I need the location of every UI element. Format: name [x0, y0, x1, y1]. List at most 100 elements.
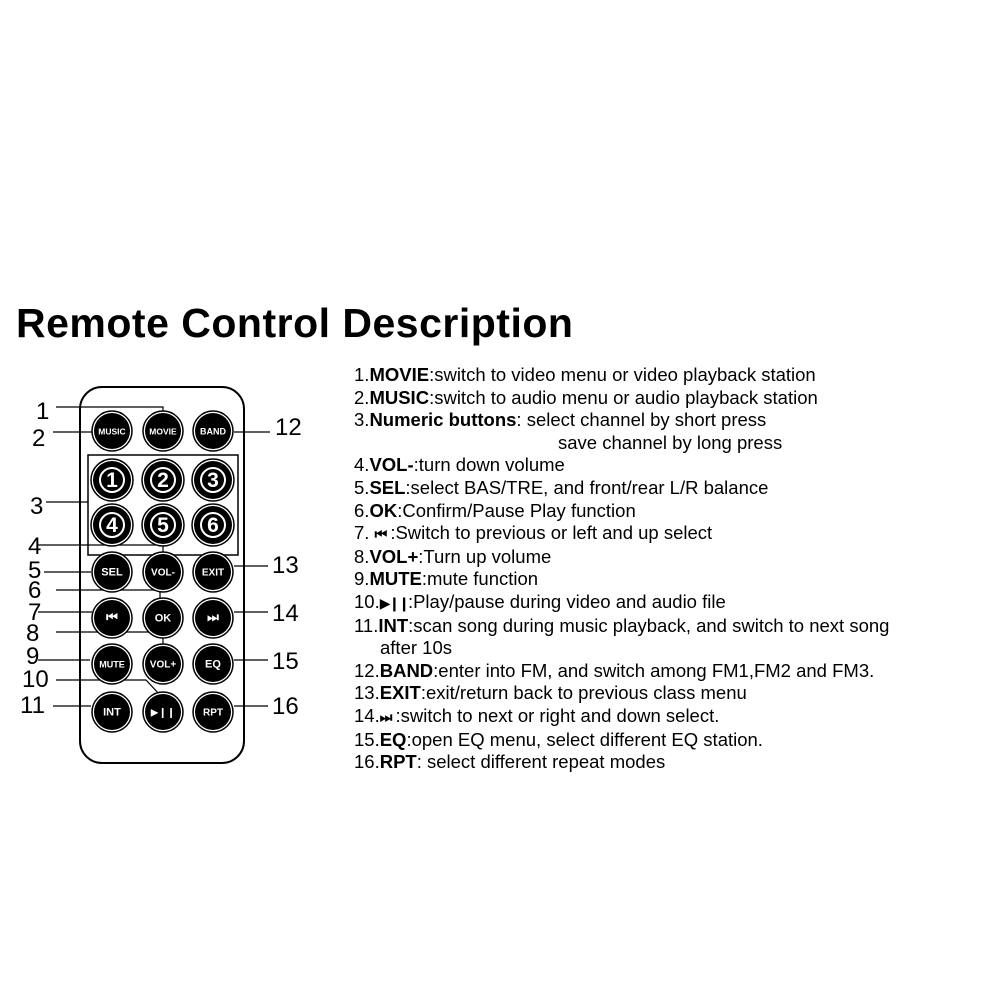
description-number: 16.	[354, 751, 380, 773]
4-button[interactable]: 4	[90, 503, 134, 547]
button-label: 4	[106, 514, 118, 537]
description-text: :Turn up volume	[418, 545, 552, 567]
next-icon: ⏭	[207, 610, 219, 625]
description-number: 1.	[354, 364, 370, 385]
description-key-name: ⏮	[374, 526, 388, 543]
description-key-name: MUTE	[369, 568, 422, 590]
description-text: : select different repeat modes	[416, 751, 666, 773]
button-label: EXIT	[202, 568, 224, 579]
description-continuation: save channel by long press	[558, 431, 783, 453]
description-key-name: OK	[369, 499, 398, 521]
vol-button[interactable]: VOL+	[142, 643, 184, 685]
description-key-name: EQ	[379, 728, 407, 750]
description-text: :turn down volume	[413, 454, 565, 476]
button-label: 5	[157, 514, 169, 537]
callout-number-6: 6	[28, 577, 41, 604]
description-key-name: ⏭	[379, 708, 393, 725]
music-button[interactable]: MUSIC	[91, 410, 133, 452]
button-label: OK	[155, 613, 172, 625]
callout-number-5: 5	[28, 557, 41, 584]
ok-button[interactable]: OK	[142, 597, 184, 639]
description-number: 9.	[354, 568, 370, 590]
description-text: :exit/return back to previous class menu	[420, 682, 747, 704]
eq-button[interactable]: EQ	[192, 643, 234, 685]
description-key-name: EXIT	[379, 682, 421, 704]
button-label: 6	[207, 514, 219, 537]
description-key-name: MOVIE	[369, 364, 430, 385]
description-item: 12.BAND:enter into FM, and switch among …	[354, 660, 889, 683]
description-number: 12.	[354, 659, 380, 681]
rpt-button[interactable]: RPT	[192, 691, 234, 733]
callout-number-8: 8	[26, 620, 39, 647]
mute-button[interactable]: MUTE	[91, 643, 133, 685]
description-item: 15.EQ:open EQ menu, select different EQ …	[354, 729, 889, 752]
callout-number-16: 16	[272, 693, 299, 720]
description-key-name: ▶❙❙	[379, 594, 410, 611]
6-button[interactable]: 6	[191, 503, 235, 547]
description-key-name: MUSIC	[369, 386, 430, 408]
callout-number-9: 9	[26, 643, 39, 670]
description-text: :Confirm/Pause Play function	[397, 499, 636, 521]
description-text: :enter into FM, and switch among FM1,FM2…	[433, 659, 875, 681]
button-label: 3	[207, 469, 219, 492]
description-text: :open EQ menu, select different EQ stati…	[406, 728, 763, 750]
description-number: 4.	[354, 454, 370, 476]
description-text: :switch to audio menu or audio playback …	[429, 386, 818, 408]
description-number: 15.	[354, 728, 380, 750]
description-text: :Switch to previous or left and up selec…	[385, 522, 713, 544]
band-button[interactable]: BAND	[192, 410, 234, 452]
3-button[interactable]: 3	[191, 458, 235, 502]
button-label: INT	[103, 707, 121, 719]
previous-icon: ⏮	[106, 610, 118, 625]
description-key-name: INT	[378, 614, 409, 636]
description-list: 1.MOVIE:switch to video menu or video pl…	[354, 364, 889, 774]
exit-button[interactable]: EXIT	[192, 551, 234, 593]
description-number: 7.	[354, 522, 375, 544]
button-label: MOVIE	[149, 427, 177, 437]
description-item: 7. ⏮ :Switch to previous or left and up …	[354, 522, 889, 546]
description-key-name: BAND	[379, 659, 434, 681]
description-text: :switch to next or right and down select…	[390, 704, 720, 726]
play-pause-button[interactable]: ▶❙❙	[142, 691, 184, 733]
button-label: BAND	[200, 427, 226, 437]
play-pause-icon: ▶❙❙	[151, 708, 175, 719]
description-number: 3.	[354, 409, 370, 431]
description-item: 8.VOL+:Turn up volume	[354, 546, 889, 569]
2-button[interactable]: 2	[141, 458, 185, 502]
int-button[interactable]: INT	[91, 691, 133, 733]
callout-number-2: 2	[32, 425, 45, 452]
description-text: :switch to video menu or video playback …	[429, 364, 816, 385]
description-number: 11.	[354, 614, 379, 636]
button-label: 1	[106, 469, 118, 492]
vol-button[interactable]: VOL-	[142, 551, 184, 593]
button-label: SEL	[101, 567, 123, 579]
description-key-name: VOL+	[369, 545, 419, 567]
description-item: 16.RPT: select different repeat modes	[354, 751, 889, 774]
callout-number-4: 4	[28, 533, 41, 560]
description-item: 1.MOVIE:switch to video menu or video pl…	[354, 364, 889, 387]
button-label: MUSIC	[98, 427, 125, 437]
description-text: :mute function	[421, 568, 539, 590]
description-number: 2.	[354, 386, 370, 408]
page-title: Remote Control Description	[16, 300, 574, 346]
next-button[interactable]: ⏭	[192, 597, 234, 639]
previous-button[interactable]: ⏮	[91, 597, 133, 639]
button-label: RPT	[203, 708, 223, 719]
button-label: EQ	[205, 659, 221, 671]
description-item: 10.▶❙❙:Play/pause during video and audio…	[354, 591, 889, 615]
callout-number-13: 13	[272, 552, 299, 579]
callout-number-15: 15	[272, 648, 299, 675]
description-item: 13.EXIT:exit/return back to previous cla…	[354, 682, 889, 705]
5-button[interactable]: 5	[141, 503, 185, 547]
description-text: :select BAS/TRE, and front/rear L/R bala…	[405, 476, 769, 498]
description-item: 9.MUTE:mute function	[354, 568, 889, 591]
1-button[interactable]: 1	[90, 458, 134, 502]
sel-button[interactable]: SEL	[91, 551, 133, 593]
movie-button[interactable]: MOVIE	[142, 410, 184, 452]
callout-number-14: 14	[272, 600, 299, 627]
description-number: 5.	[354, 476, 370, 498]
description-number: 8.	[354, 545, 370, 567]
callout-number-12: 12	[275, 414, 302, 441]
callout-number-11: 11	[20, 692, 45, 719]
